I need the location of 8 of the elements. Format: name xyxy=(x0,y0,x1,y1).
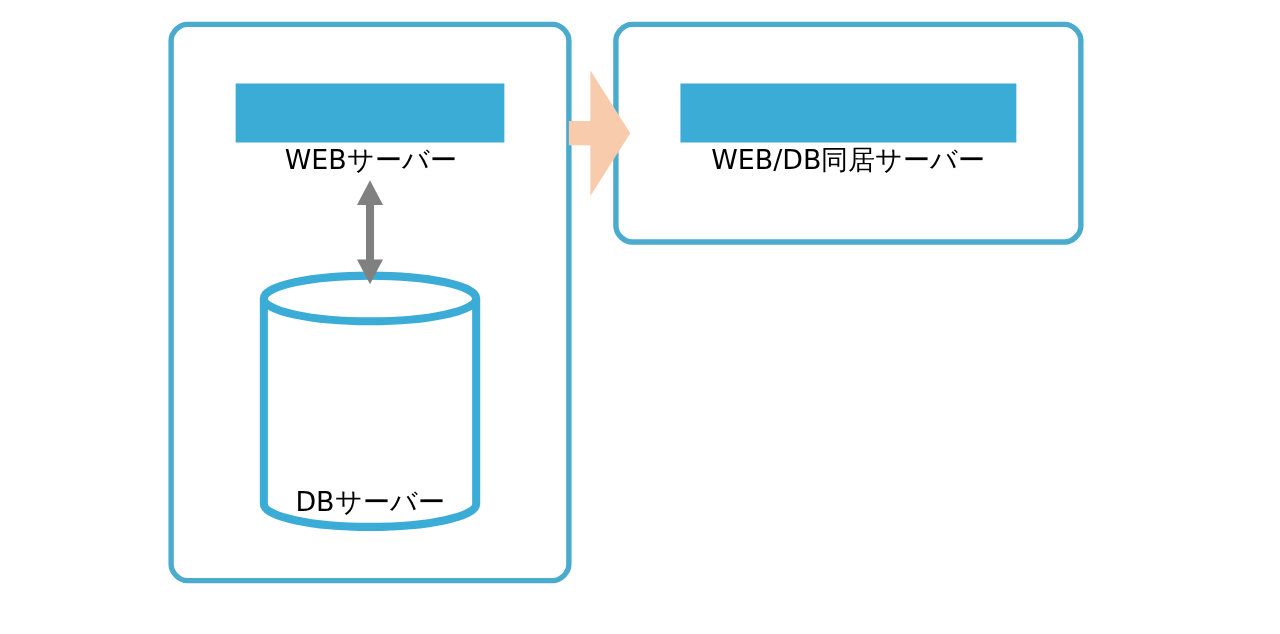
arrow xyxy=(356,180,383,285)
cluster xyxy=(612,21,1084,245)
node-label: WEB/DB同居サーバー xyxy=(710,144,985,176)
node-box xyxy=(235,83,504,143)
cluster xyxy=(167,21,572,584)
arrow xyxy=(568,70,630,196)
node-label: WEBサーバー xyxy=(284,144,457,176)
node-box xyxy=(679,83,1016,143)
